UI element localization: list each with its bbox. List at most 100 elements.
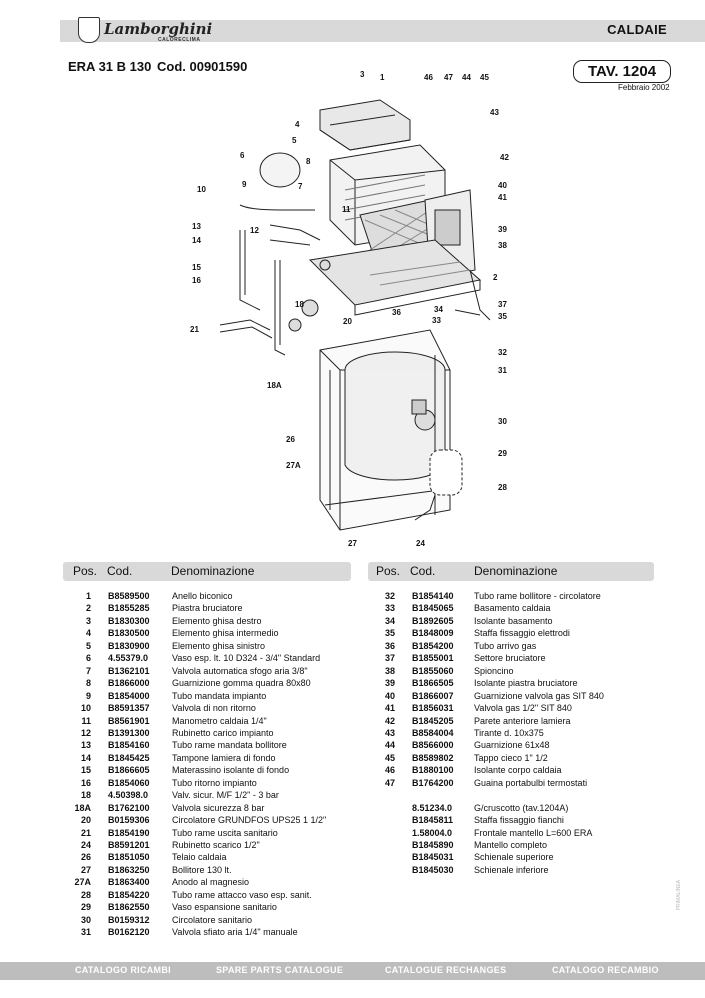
- part-position: 21: [80, 827, 91, 838]
- part-position: 10: [80, 703, 91, 714]
- part-position: 33: [384, 603, 395, 614]
- part-code: B1854190: [108, 827, 150, 838]
- part-code: B8561901: [108, 715, 150, 726]
- diagram-label: 9: [242, 180, 247, 189]
- part-code: B1845205: [412, 715, 454, 726]
- shield-icon: [78, 17, 100, 43]
- diagram-label: 24: [416, 539, 425, 548]
- part-position: 11: [81, 715, 91, 726]
- part-code: B1764200: [412, 777, 454, 788]
- part-code: B1866605: [108, 765, 150, 776]
- diagram-label: 38: [498, 241, 507, 250]
- part-description: Bollitore 130 lt.: [172, 864, 232, 875]
- table-header-right: Pos. Cod. Denominazione: [368, 562, 654, 581]
- diagram-label: 4: [295, 120, 300, 129]
- part-position: 20: [80, 815, 91, 826]
- diagram-label: 11: [342, 205, 351, 214]
- diagram-label: 42: [500, 153, 509, 162]
- part-description: Basamento caldaia: [474, 603, 551, 614]
- part-code: B8591357: [108, 703, 150, 714]
- part-position: 18A: [74, 802, 91, 813]
- diagram-label: 31: [498, 366, 507, 375]
- diagram-label: 15: [192, 263, 201, 272]
- diagram-label: 6: [240, 151, 245, 160]
- diagram-label: 33: [432, 316, 441, 325]
- part-code: 4.50398.0: [108, 790, 149, 801]
- part-code: B1863400: [108, 877, 150, 888]
- part-code: B0162120: [108, 927, 150, 938]
- part-position: 37: [384, 653, 395, 664]
- footer-catalogo-recambio: CATALOGO RECAMBIO: [552, 965, 659, 975]
- part-position: 35: [384, 628, 395, 639]
- diagram-label: 39: [498, 225, 507, 234]
- part-description: Rubinetto scarico 1/2": [172, 840, 260, 850]
- part-description: Elemento ghisa intermedio: [172, 628, 279, 639]
- part-description: Schienale inferiore: [474, 864, 549, 875]
- part-position: 12: [80, 727, 91, 738]
- col-den: Denominazione: [171, 564, 255, 578]
- diagram-label: 18A: [267, 381, 282, 390]
- col-den: Denominazione: [474, 564, 558, 578]
- part-code: B1855060: [412, 665, 454, 676]
- diagram-label: 37: [498, 300, 507, 309]
- part-position: 26: [80, 852, 91, 863]
- diagram-label: 16: [192, 276, 201, 285]
- part-code: B0159312: [108, 914, 150, 925]
- part-code: B1854140: [412, 591, 454, 601]
- diagram-label: 2: [493, 273, 498, 282]
- diagram-label: 8: [306, 157, 311, 166]
- part-description: Valvola sfiato aria 1/4" manuale: [172, 927, 298, 938]
- brand-logo: Lamborghini CALORECLIMA: [70, 15, 220, 45]
- diagram-label: 13: [192, 222, 201, 231]
- part-code: B1892605: [412, 615, 454, 626]
- part-description: Tubo rame attacco vaso esp. sanit.: [172, 889, 312, 900]
- diagram-label: 44: [462, 73, 471, 82]
- part-code: B1854220: [108, 889, 150, 900]
- diagram-label: 27: [348, 539, 357, 548]
- part-description: Circolatore GRUNDFOS UPS25 1 1/2": [172, 815, 327, 826]
- diagram-label: 26: [286, 435, 295, 444]
- part-position: 38: [384, 665, 395, 676]
- part-description: Circolatore sanitario: [172, 914, 253, 925]
- part-code: 4.55379.0: [108, 653, 149, 664]
- part-position: 15: [80, 765, 91, 776]
- part-description: Tubo rame bollitore - circolatore: [474, 591, 601, 601]
- part-description: Guaina portabulbi termostati: [474, 777, 588, 788]
- diagram-label: 45: [480, 73, 489, 82]
- part-description: Telaio caldaia: [172, 852, 227, 863]
- part-description: Frontale mantello L=600 ERA: [474, 827, 593, 838]
- part-code: B1830900: [108, 640, 150, 651]
- part-position: 5: [85, 640, 91, 651]
- table-reference: TAV. 1204: [573, 60, 671, 83]
- category-title: CALDAIE: [607, 22, 667, 37]
- part-description: Piastra bruciatore: [172, 603, 243, 614]
- diagram-label: 1: [380, 73, 385, 82]
- diagram-label: 46: [424, 73, 433, 82]
- part-description: Isolante basamento: [474, 615, 553, 626]
- diagram-label: 29: [498, 449, 507, 458]
- part-position: 44: [384, 740, 395, 751]
- part-description: Mantello completo: [474, 840, 548, 850]
- brand-subtitle: CALORECLIMA: [158, 37, 201, 43]
- diagram-label: 40: [498, 181, 507, 190]
- diagram-label: 10: [197, 185, 206, 194]
- part-position: 40: [384, 690, 395, 701]
- part-position: 16: [80, 777, 91, 788]
- part-position: 28: [80, 889, 91, 900]
- part-code: B1848009: [412, 628, 454, 639]
- part-position: 30: [80, 914, 91, 925]
- part-description: Valv. sicur. M/F 1/2" - 3 bar: [172, 790, 279, 801]
- table-header-left: Pos. Cod. Denominazione: [63, 562, 351, 581]
- part-description: Guarnizione valvola gas SIT 840: [474, 690, 604, 701]
- part-description: Staffa fissaggio elettrodi: [474, 628, 570, 639]
- part-description: Tubo rame mandata bollitore: [172, 740, 287, 751]
- part-description: Materassino isolante di fondo: [172, 765, 290, 776]
- part-code: B8589500: [108, 591, 150, 601]
- part-description: Elemento ghisa sinistro: [172, 640, 266, 651]
- footer-catalogue-rechanges: CATALOGUE RECHANGES: [385, 965, 507, 975]
- part-description: Valvola automatica sfogo aria 3/8": [172, 665, 308, 676]
- part-code: B1854160: [108, 740, 150, 751]
- part-code: 8.51234.0: [412, 802, 453, 813]
- diagram-label: 21: [190, 325, 199, 334]
- part-description: Vaso esp. lt. 10 D324 - 3/4" Standard: [172, 653, 321, 664]
